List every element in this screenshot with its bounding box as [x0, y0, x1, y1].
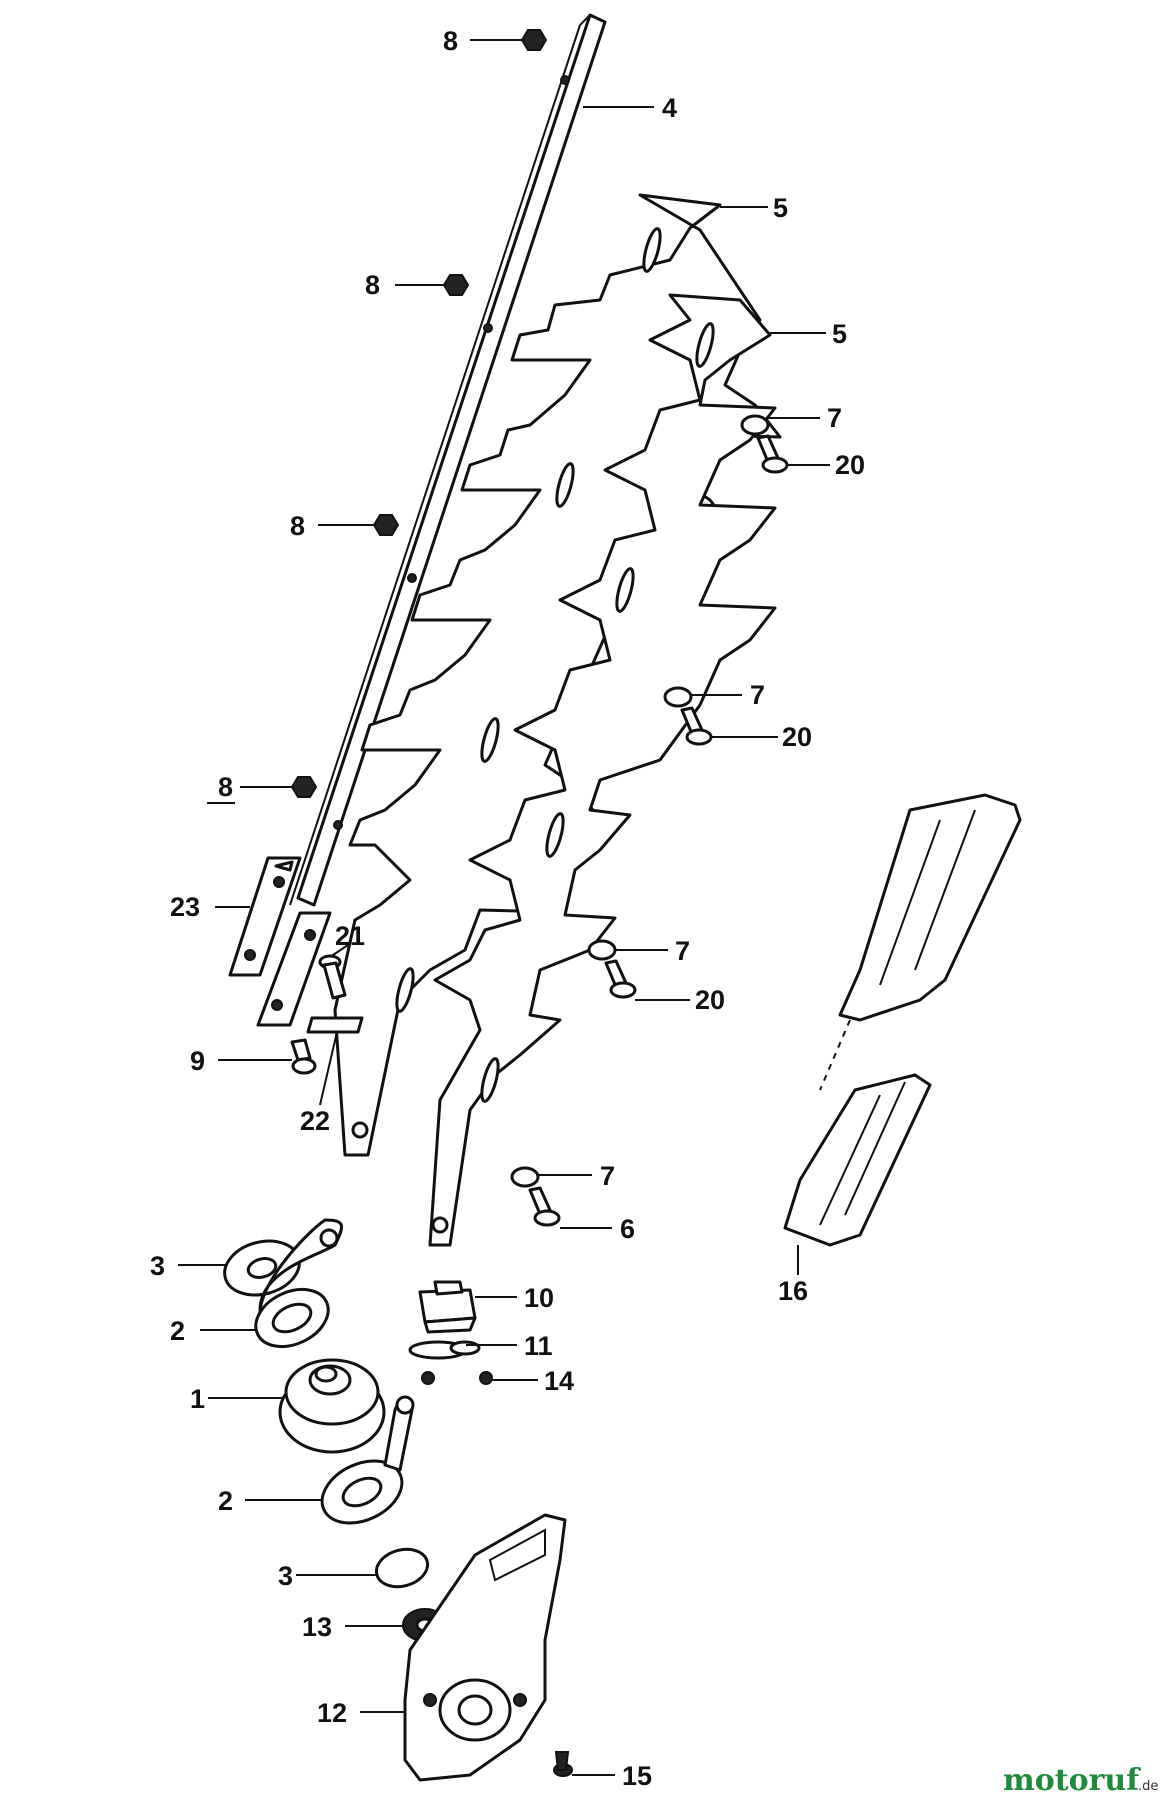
label-2-top: 2: [170, 1316, 185, 1346]
label-7-second: 7: [750, 680, 765, 710]
label-4: 4: [662, 93, 677, 123]
part-16-blade-guard: [783, 793, 1022, 1247]
label-8-third: 8: [290, 511, 305, 541]
label-7-fourth: 7: [600, 1161, 615, 1191]
label-8-second: 8: [365, 270, 380, 300]
label-6: 6: [620, 1214, 635, 1244]
label-3-top: 3: [150, 1251, 165, 1281]
part-14-screws: [421, 1371, 493, 1385]
callout-labels: 8 4 5 5 8 8 8 7 20 7 20 7 20 7 6 23 21 2…: [150, 26, 865, 1791]
watermark-tld: .de: [1138, 1779, 1158, 1794]
part-5-blade-back: [428, 293, 777, 1247]
part-3-washer-top: [223, 1239, 301, 1297]
part-15-screw: [553, 1751, 573, 1777]
part-3-washer-bottom: [374, 1547, 430, 1589]
watermark-logo: motoruf .de: [1003, 1763, 1158, 1798]
label-20-third: 20: [695, 985, 725, 1015]
label-14: 14: [544, 1366, 574, 1396]
label-8-fourth: 8: [218, 772, 233, 802]
part-1-crank-gear: [278, 1358, 386, 1454]
part-4-blade-rail: [289, 13, 607, 907]
part-2-link-bottom: [320, 1395, 415, 1525]
label-23: 23: [170, 892, 200, 922]
label-7-third: 7: [675, 936, 690, 966]
label-1: 1: [190, 1384, 205, 1414]
part-7-washers: [510, 414, 770, 1188]
label-20-second: 20: [782, 722, 812, 752]
label-5-front: 5: [773, 193, 788, 223]
part-6-bolt: [528, 1186, 561, 1227]
label-8-top: 8: [443, 26, 458, 56]
label-5-back: 5: [832, 319, 847, 349]
part-12-gear-case: [403, 1513, 567, 1782]
part-9-bolt: [290, 1038, 317, 1075]
part-20-bolts: [604, 434, 789, 999]
label-13: 13: [302, 1612, 332, 1642]
part-22-key: [306, 1016, 364, 1034]
part-11-plate: [408, 1340, 481, 1360]
label-11: 11: [524, 1331, 553, 1361]
label-2-bottom: 2: [218, 1486, 233, 1516]
label-10: 10: [524, 1283, 554, 1313]
part-2-link-top: [254, 1218, 343, 1349]
label-21: 21: [335, 921, 365, 951]
label-12: 12: [317, 1698, 347, 1728]
part-23-bracket: [228, 856, 332, 1027]
part-10-slider-block: [418, 1280, 477, 1334]
label-9: 9: [190, 1046, 205, 1076]
label-20-first: 20: [835, 450, 865, 480]
label-3-bottom: 3: [278, 1561, 293, 1591]
label-15: 15: [622, 1761, 652, 1791]
label-16: 16: [778, 1276, 808, 1306]
part-21-bolt: [318, 954, 347, 1000]
label-7-first: 7: [827, 403, 842, 433]
label-22: 22: [300, 1106, 330, 1136]
leader-lines: [178, 39, 830, 1776]
watermark-brand: motoruf: [1003, 1763, 1141, 1798]
part-8-nuts: [290, 29, 548, 798]
